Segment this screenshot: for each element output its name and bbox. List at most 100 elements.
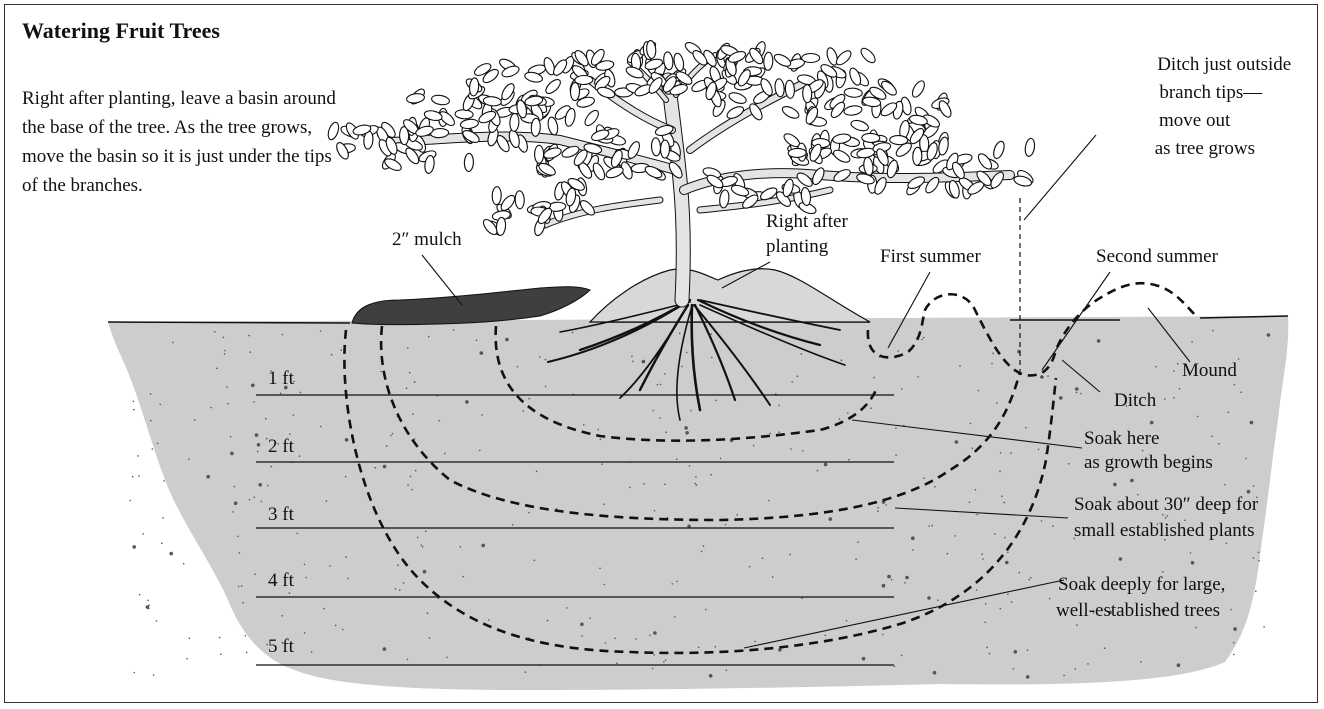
soil-speck: [969, 501, 971, 503]
soil-speck: [1218, 443, 1220, 445]
soil-speck: [304, 632, 306, 634]
soil-speck: [711, 333, 713, 335]
soil-speck: [423, 570, 427, 574]
soil-speck: [428, 336, 430, 338]
leaf: [1024, 138, 1036, 157]
soil-speck: [265, 418, 267, 420]
soil-speck: [616, 662, 618, 664]
soil-speck: [234, 501, 238, 505]
soil-speck: [921, 339, 923, 341]
ditch-label: Ditch: [1114, 390, 1157, 411]
soil-speck: [150, 393, 152, 395]
soil-speck: [411, 489, 413, 491]
soil-speck: [1052, 525, 1054, 527]
soil-speck: [1026, 675, 1030, 679]
soil-speck: [753, 445, 755, 447]
soil-speck: [340, 349, 342, 351]
soil-speck: [778, 405, 780, 407]
soil-speck: [1162, 571, 1164, 573]
soil-speck: [1253, 485, 1255, 487]
soil-speck: [345, 556, 347, 558]
soil-speck: [933, 671, 937, 675]
leaf: [788, 148, 806, 158]
soil-speck: [695, 476, 697, 478]
soil-speck: [1224, 484, 1226, 486]
soil-speck: [857, 541, 859, 543]
soil-speck: [754, 641, 756, 643]
soil-speck: [791, 381, 793, 383]
soil-speck: [342, 629, 344, 631]
soil-speck: [1007, 552, 1009, 554]
soil-speck: [345, 438, 349, 442]
soil-speck: [912, 549, 914, 551]
soil-speck: [335, 625, 337, 627]
soil-speck: [1049, 598, 1051, 600]
soil-speck: [305, 577, 307, 579]
soil-speck: [1253, 557, 1255, 559]
soil-speck: [923, 477, 925, 479]
soil-speck: [1164, 398, 1166, 400]
depth-label-2ft: 2 ft: [268, 436, 295, 457]
soil-speck: [635, 638, 637, 640]
soil-speck: [133, 401, 135, 403]
soil-speck: [1228, 412, 1230, 414]
soil-speck: [390, 435, 392, 437]
soil-speck: [975, 489, 977, 491]
soil-speck: [703, 545, 705, 547]
soil-speck: [1234, 384, 1236, 386]
soil-speck: [249, 499, 251, 501]
soil-speck: [696, 484, 698, 486]
leaf: [570, 83, 579, 101]
soil-speck: [234, 486, 236, 488]
soil-speck: [1119, 557, 1123, 561]
soil-speck: [1258, 560, 1260, 562]
soil-speck: [417, 537, 419, 539]
soil-speck: [1000, 452, 1002, 454]
soil-speck: [870, 407, 872, 409]
soil-speck: [878, 507, 880, 509]
soil-speck: [230, 436, 232, 438]
soil-speck: [320, 330, 322, 332]
soil-speck: [652, 668, 654, 670]
soil-speck: [904, 582, 906, 584]
soil-speck: [528, 512, 530, 514]
soil-speck: [156, 620, 158, 622]
soil-speck: [282, 334, 284, 336]
soil-speck: [406, 387, 408, 389]
soil-speck: [528, 398, 530, 400]
soil-speck: [839, 418, 841, 420]
soil-speck: [1075, 668, 1077, 670]
soil-speck: [444, 453, 446, 455]
soil-speck: [762, 558, 764, 560]
soil-speck: [251, 384, 255, 388]
soil-speck: [887, 575, 891, 579]
soil-speck: [715, 400, 717, 402]
soil-speck: [1030, 577, 1032, 579]
soil-speck: [709, 674, 713, 678]
soil-speck: [395, 588, 397, 590]
soil-speck: [1258, 552, 1260, 554]
soil-speck: [133, 409, 135, 411]
soil-speck: [847, 412, 849, 414]
soil-speck: [736, 514, 738, 516]
soil-speck: [882, 634, 884, 636]
soil-speck: [715, 646, 717, 648]
leaf: [455, 109, 473, 119]
soil-speck: [978, 390, 980, 392]
leaf: [992, 140, 1007, 160]
soil-speck: [1238, 358, 1240, 360]
soil-speck: [232, 511, 234, 513]
soil-speck: [657, 384, 659, 386]
soil-speck: [255, 433, 259, 437]
leaf: [431, 94, 450, 106]
soil-speck: [257, 443, 261, 447]
soil-speck: [1076, 392, 1078, 394]
soil-speck: [480, 351, 484, 355]
soil-speck: [598, 429, 600, 431]
soil-speck: [689, 465, 691, 467]
soil-speck: [632, 361, 634, 363]
soil-speck: [137, 455, 139, 457]
soil-speck: [460, 546, 462, 548]
soil-speck: [676, 581, 678, 583]
leaf: [673, 52, 686, 71]
